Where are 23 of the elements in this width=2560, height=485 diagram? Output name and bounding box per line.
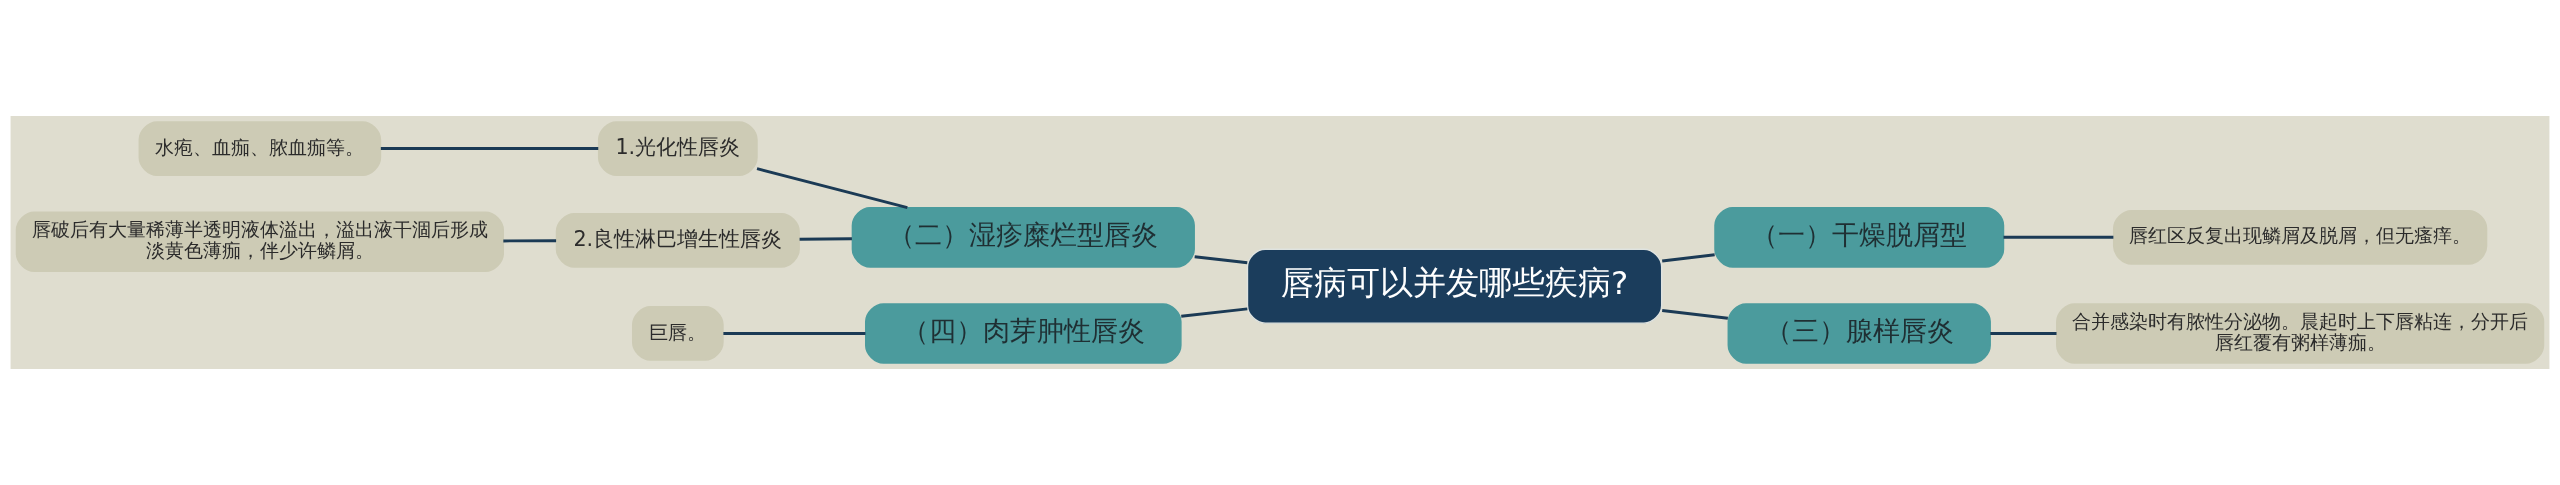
connector: [1181, 307, 1248, 318]
node-box: 1.光化性唇炎: [597, 121, 758, 176]
connector: [2003, 235, 2114, 239]
node-box: 巨唇。: [631, 306, 724, 361]
node-box: （三）腺样唇炎: [1727, 303, 1991, 364]
node-box: （二）湿疹糜烂型唇炎: [851, 207, 1195, 268]
connector: [1662, 308, 1729, 320]
connector: [503, 239, 557, 243]
connector: [756, 167, 908, 210]
connector: [1662, 253, 1715, 263]
node-box: 2.良性淋巴增生性唇炎: [555, 212, 800, 268]
node-box: 水疱、血痂、脓血痂等。: [138, 121, 382, 176]
node-box: （四）肉芽肿性唇炎: [865, 303, 1182, 364]
connector: [723, 332, 866, 335]
connector: [380, 147, 599, 151]
node-box: 合并感染时有脓性分泌物。晨起时上下唇粘连，分开后唇红覆有粥样薄痂。: [2056, 303, 2545, 364]
node-box: （一）干燥脱屑型: [1714, 207, 2005, 268]
node-box: 唇红区反复出现鳞屑及脱屑，但无瘙痒。: [2113, 209, 2488, 265]
connector: [799, 237, 852, 241]
node-box: 唇病可以并发哪些疾病?: [1246, 248, 1663, 324]
connector: [1990, 332, 2057, 335]
connector: [1194, 255, 1248, 265]
node-box: 唇破后有大量稀薄半透明液体溢出，溢出液干涸后形成淡黄色薄痂，伴少许鳞屑。: [15, 211, 504, 273]
